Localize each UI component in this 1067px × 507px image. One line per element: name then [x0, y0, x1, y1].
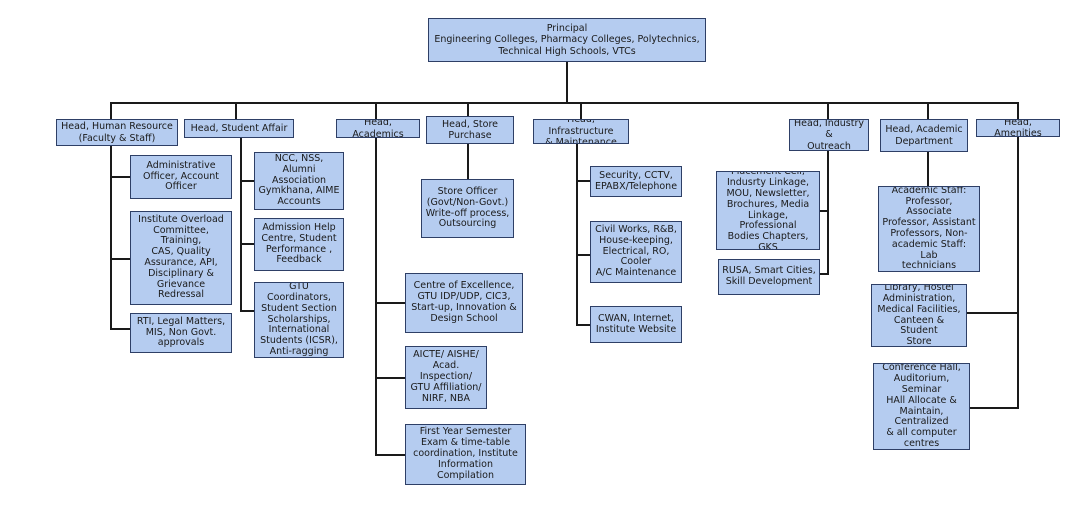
student-admission-help: Admission Help Centre, Student Performan…: [254, 218, 344, 271]
connector: [240, 180, 254, 182]
connector: [820, 210, 829, 212]
head-student-affair: Head, Student Affair: [184, 119, 294, 138]
connector: [110, 258, 130, 260]
connector: [110, 328, 130, 330]
hr-rti-legal: RTI, Legal Matters, MIS, Non Govt. appro…: [130, 313, 232, 353]
connector: [235, 102, 237, 119]
connector: [375, 302, 405, 304]
principal-box: Principal Engineering Colleges, Pharmacy…: [428, 18, 706, 62]
infra-civil-works: Civil Works, R&B, House-keeping, Electri…: [590, 221, 682, 283]
academics-first-year: First Year Semester Exam & time-table co…: [405, 424, 526, 485]
connector: [576, 180, 590, 182]
connector: [375, 102, 377, 119]
connector: [927, 152, 929, 186]
connector: [467, 144, 469, 179]
amenities-library-hostel: Library, Hostel Administration, Medical …: [871, 284, 967, 347]
infra-cwan: CWAN, Internet, Institute Website: [590, 306, 682, 343]
connector: [110, 145, 112, 330]
connector: [576, 143, 578, 326]
connector: [566, 62, 568, 103]
student-gtu-coordinators: GTU Coordinators, Student Section Schola…: [254, 282, 344, 358]
connector: [576, 254, 590, 256]
infra-security: Security, CCTV, EPABX/Telephone: [590, 166, 682, 197]
store-officer: Store Officer (Govt/Non-Govt.) Write-off…: [421, 179, 514, 238]
connector: [375, 137, 377, 456]
connector: [927, 102, 929, 119]
amenities-conference-hall: Conference Hall, Auditorium, Seminar HAl…: [873, 363, 970, 450]
head-industry-outreach: Head, Industry & Outreach: [789, 119, 869, 151]
connector: [467, 102, 469, 116]
connector: [827, 102, 829, 119]
connector: [110, 102, 112, 119]
hr-institute-committee: Institute Overload Committee, Training, …: [130, 211, 232, 305]
head-amenities: Head, Amenities: [976, 119, 1060, 137]
connector: [375, 454, 405, 456]
connector: [110, 176, 130, 178]
connector: [827, 150, 829, 275]
hr-admin-officer: Administrative Officer, Account Officer: [130, 155, 232, 199]
connector: [375, 377, 405, 379]
head-human-resource: Head, Human Resource (Faculty & Staff): [56, 119, 178, 146]
academics-centre-excellence: Centre of Excellence, GTU IDP/UDP, CIC3,…: [405, 273, 523, 333]
connector: [967, 312, 1019, 314]
student-ncc-nss: NCC, NSS, Alumni Association Gymkhana, A…: [254, 152, 344, 210]
connector: [110, 102, 1019, 104]
connector: [240, 310, 254, 312]
connector: [970, 407, 1019, 409]
academic-staff: Academic Staff: Professor, Associate Pro…: [878, 186, 980, 272]
connector: [240, 137, 242, 312]
head-academic-department: Head, Academic Department: [880, 119, 968, 152]
connector: [240, 243, 254, 245]
connector: [580, 102, 582, 119]
connector: [820, 273, 829, 275]
connector: [1017, 102, 1019, 119]
industry-rusa: RUSA, Smart Cities, Skill Development: [718, 259, 820, 295]
connector: [576, 324, 590, 326]
industry-placement-cell: Placement Cell, Indusrty Linkage, MOU, N…: [716, 171, 820, 250]
academics-aicte: AICTE/ AISHE/ Acad. Inspection/ GTU Affi…: [405, 346, 487, 409]
head-academics: Head, Academics: [336, 119, 420, 138]
head-infrastructure-maintenance: Head, Infrastructure & Maintenance: [533, 119, 629, 144]
connector: [1017, 137, 1019, 409]
head-store-purchase: Head, Store Purchase: [426, 116, 514, 144]
